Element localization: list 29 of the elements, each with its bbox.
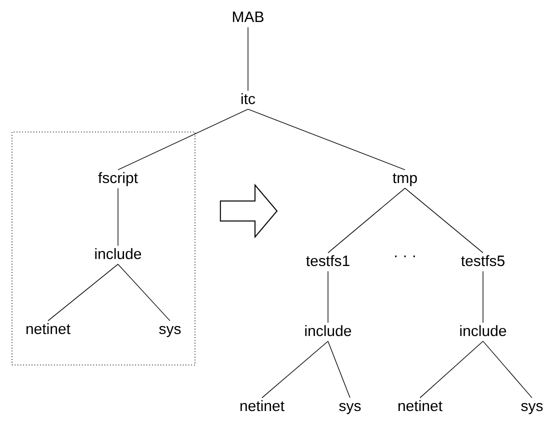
- tree-label: netinet: [398, 400, 442, 412]
- tree-label: sys: [159, 326, 181, 338]
- tree-label: include: [305, 325, 352, 336]
- tree-line: [482, 270, 484, 324]
- tree-line: [262, 340, 328, 398]
- tree-label: sys: [339, 402, 361, 414]
- tree-label: MAB: [232, 12, 264, 22]
- tree-label: sys: [521, 402, 543, 414]
- tree-line: [248, 108, 406, 170]
- tree-label: netinet: [26, 323, 70, 334]
- tree-label: itc: [242, 93, 256, 104]
- tree-line: [48, 264, 118, 322]
- tree-label: include: [95, 248, 142, 260]
- tree-label: testfs5: [461, 255, 504, 266]
- tree-line: [328, 340, 350, 398]
- tree-label: fscript: [98, 172, 138, 186]
- tree-line: [118, 264, 170, 322]
- dotted-frame: [12, 132, 196, 366]
- block-arrow: [220, 184, 278, 238]
- tree-line: [118, 108, 248, 170]
- tree-label: testfs1: [306, 255, 350, 266]
- tree-line: [404, 188, 484, 254]
- tree-label: tmp: [392, 173, 417, 186]
- tree-line: [420, 340, 484, 398]
- ellipsis: · · ·: [395, 256, 415, 258]
- tree-label: netinet: [240, 400, 284, 412]
- tree-label: include: [460, 325, 506, 336]
- tree-line: [482, 340, 532, 398]
- tree-line: [328, 188, 406, 254]
